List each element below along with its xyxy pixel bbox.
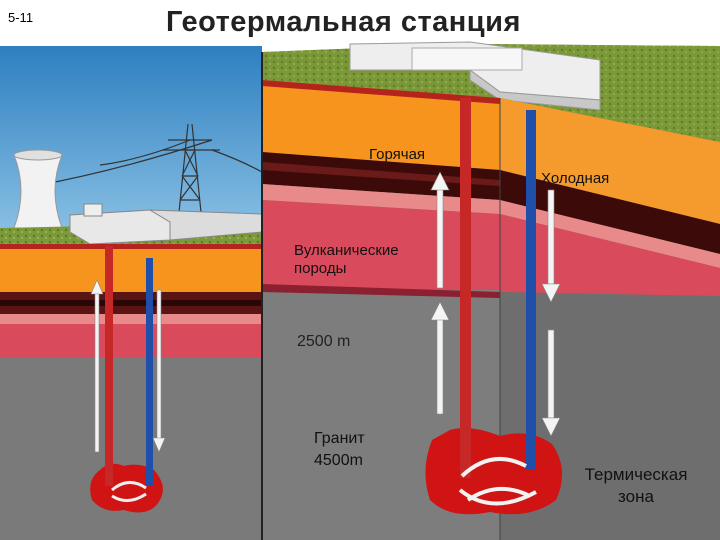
circulation-arrows bbox=[458, 457, 537, 506]
flow-arrows-left bbox=[90, 279, 166, 453]
hot-pipe-right bbox=[460, 98, 471, 478]
page-title: Геотермальная станция bbox=[166, 6, 521, 38]
label-granite: Гранит 4500m bbox=[314, 428, 365, 472]
label-thermal-line2: зона bbox=[618, 487, 654, 506]
cooling-tower-icon bbox=[13, 154, 63, 229]
label-granite-line2: 4500m bbox=[314, 452, 363, 469]
label-depth: 2500 m bbox=[297, 333, 351, 350]
slide-number: 5-11 bbox=[8, 10, 34, 25]
label-cold: Холодная bbox=[541, 170, 610, 187]
label-granite-line1: Гранит bbox=[314, 430, 365, 447]
magma-pool-right bbox=[425, 428, 563, 515]
right-cutaway-section bbox=[261, 41, 720, 540]
cold-pipe-left bbox=[146, 258, 153, 486]
orange-layer-left bbox=[0, 244, 262, 292]
cold-pipe-right bbox=[526, 110, 536, 470]
label-volcanic-rocks: Вулканические породы bbox=[294, 242, 399, 278]
flow-arrows-right bbox=[430, 171, 561, 437]
left-plant-section bbox=[0, 46, 263, 540]
orange-layer-right bbox=[262, 80, 500, 170]
label-hot: Горячая bbox=[369, 146, 426, 163]
granite-left bbox=[0, 358, 262, 540]
label-thermal-line1: Термическая bbox=[584, 465, 688, 484]
pink-layer-left bbox=[0, 324, 262, 358]
hot-pipe-left bbox=[105, 246, 113, 486]
left-plant-building bbox=[69, 203, 263, 245]
label-volcanic-line2: породы bbox=[294, 260, 347, 277]
label-thermal-zone: Термическая зона bbox=[570, 464, 702, 508]
power-line-tower-icon bbox=[39, 123, 263, 223]
label-volcanic-line1: Вулканические bbox=[294, 242, 399, 259]
